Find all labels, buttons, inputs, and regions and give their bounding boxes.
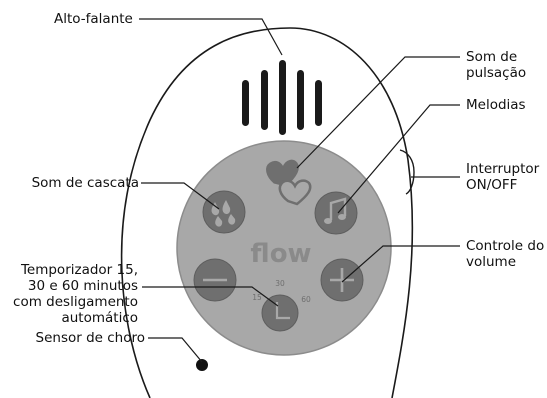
label-speaker-text: Alto-falante <box>54 11 133 27</box>
label-cry-sensor: Sensor de choro <box>36 330 145 346</box>
speaker-bar <box>242 80 249 126</box>
label-volume-line2: volume <box>466 254 517 270</box>
leader-timer <box>142 286 279 307</box>
label-volume-line1: Controle do <box>466 238 545 254</box>
leader-pulse <box>296 56 460 169</box>
timer-mark-15: 15 <box>252 293 262 302</box>
flow-logo: flow <box>250 239 311 269</box>
speaker-bar <box>279 60 286 135</box>
label-melodies: Melodias <box>466 97 526 113</box>
timer-button[interactable] <box>261 294 299 332</box>
leader-speaker <box>139 18 283 56</box>
heart-icon <box>266 159 312 206</box>
cry-sensor-dot <box>196 359 208 371</box>
leader-volume <box>341 245 460 283</box>
speaker-bar <box>297 70 304 130</box>
label-pulse-sound: Som de pulsação <box>466 49 526 81</box>
label-timer-line1: Temporizador 15, <box>20 262 138 278</box>
clock-icon <box>275 302 290 320</box>
speaker-grille <box>242 60 322 135</box>
leader-waterfall <box>141 182 220 210</box>
speaker-bar <box>315 80 322 126</box>
volume-down-button[interactable] <box>193 258 237 302</box>
on-off-switch[interactable] <box>399 149 415 195</box>
leader-melodies <box>337 104 460 214</box>
leader-lines <box>139 18 460 363</box>
volume-up-button[interactable] <box>320 258 364 302</box>
label-speaker: Alto-falante <box>54 11 133 27</box>
timer-mark-60: 60 <box>301 295 311 304</box>
label-melodies-text: Melodias <box>466 97 526 113</box>
timer-mark-30: 30 <box>275 279 285 288</box>
leader-cry-sensor <box>148 337 203 363</box>
label-waterfall-text: Som de cascata <box>31 175 139 191</box>
label-switch-line2: ON/OFF <box>466 177 518 193</box>
label-timer: Temporizador 15, 30 e 60 minutos com des… <box>13 262 138 326</box>
label-pulse-line1: Som de <box>466 49 518 65</box>
label-cry-sensor-text: Sensor de choro <box>35 330 145 346</box>
speaker-bar <box>261 70 268 130</box>
pulse-sound-button[interactable] <box>266 159 312 206</box>
label-pulse-line2: pulsação <box>466 65 527 81</box>
label-switch-line1: Interruptor <box>466 161 540 177</box>
plus-icon <box>330 268 354 292</box>
label-volume-control: Controle do volume <box>466 238 544 270</box>
label-timer-line2: 30 e 60 minutos <box>27 278 138 294</box>
label-waterfall-sound: Som de cascata <box>32 175 139 191</box>
waterfall-sound-button[interactable] <box>202 190 246 234</box>
label-timer-line4: automático <box>61 310 138 326</box>
device-body-outline <box>120 27 414 398</box>
label-timer-line3: com desligamento <box>13 294 138 310</box>
label-on-off-switch: Interruptor ON/OFF <box>466 161 539 193</box>
music-note-icon <box>324 197 347 224</box>
